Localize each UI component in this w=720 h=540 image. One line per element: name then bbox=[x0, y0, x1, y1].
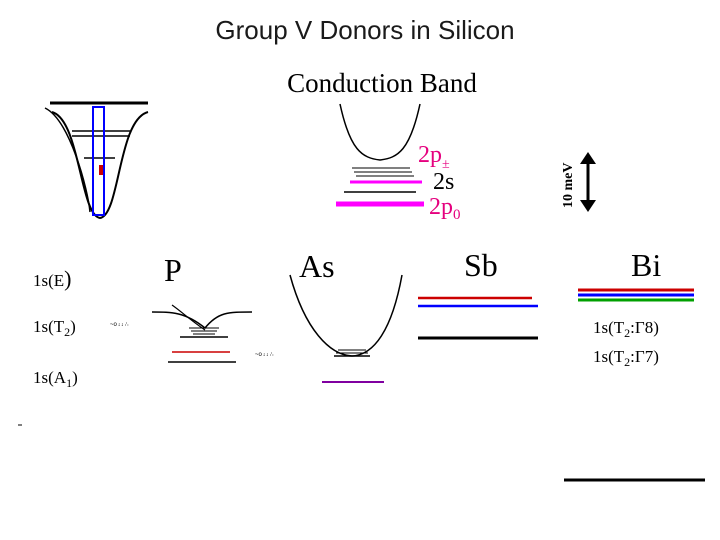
as-donor-graphic: ~o ᎓ ᎓ ∴ bbox=[255, 275, 402, 382]
state-label-1s-e: 1s(E) bbox=[33, 266, 72, 291]
valley-funnel-graphic bbox=[45, 103, 148, 218]
conduction-band-graphic bbox=[336, 104, 424, 204]
state-label-2p-plusminus: 2p± bbox=[418, 142, 450, 172]
state-label-1s-t2-gamma7: 1s(T2:Γ7) bbox=[593, 347, 659, 369]
donor-label-as: As bbox=[299, 248, 335, 284]
sb-donor-graphic bbox=[418, 298, 538, 338]
donor-label-sb: Sb bbox=[464, 247, 498, 283]
p-donor-graphic: ~o ᎓ ᎓ ∴ bbox=[110, 305, 252, 362]
donor-label-bi: Bi bbox=[631, 247, 661, 283]
state-label-2p0: 2p0 bbox=[429, 194, 461, 223]
state-label-1s-a1: 1s(A1) bbox=[33, 368, 78, 390]
svg-text:~o ᎓ ᎓ ∴: ~o ᎓ ᎓ ∴ bbox=[255, 352, 274, 358]
donor-label-p: P bbox=[164, 252, 182, 288]
state-label-2s: 2s bbox=[433, 169, 454, 195]
state-label-1s-t2-gamma8: 1s(T2:Γ8) bbox=[593, 318, 659, 340]
scale-bar bbox=[580, 152, 596, 212]
scale-bar-label: 10 meV bbox=[561, 163, 576, 209]
state-label-1s-t2: 1s(T2) bbox=[33, 317, 76, 339]
svg-text:~o ᎓ ᎓ ∴: ~o ᎓ ᎓ ∴ bbox=[110, 322, 129, 328]
